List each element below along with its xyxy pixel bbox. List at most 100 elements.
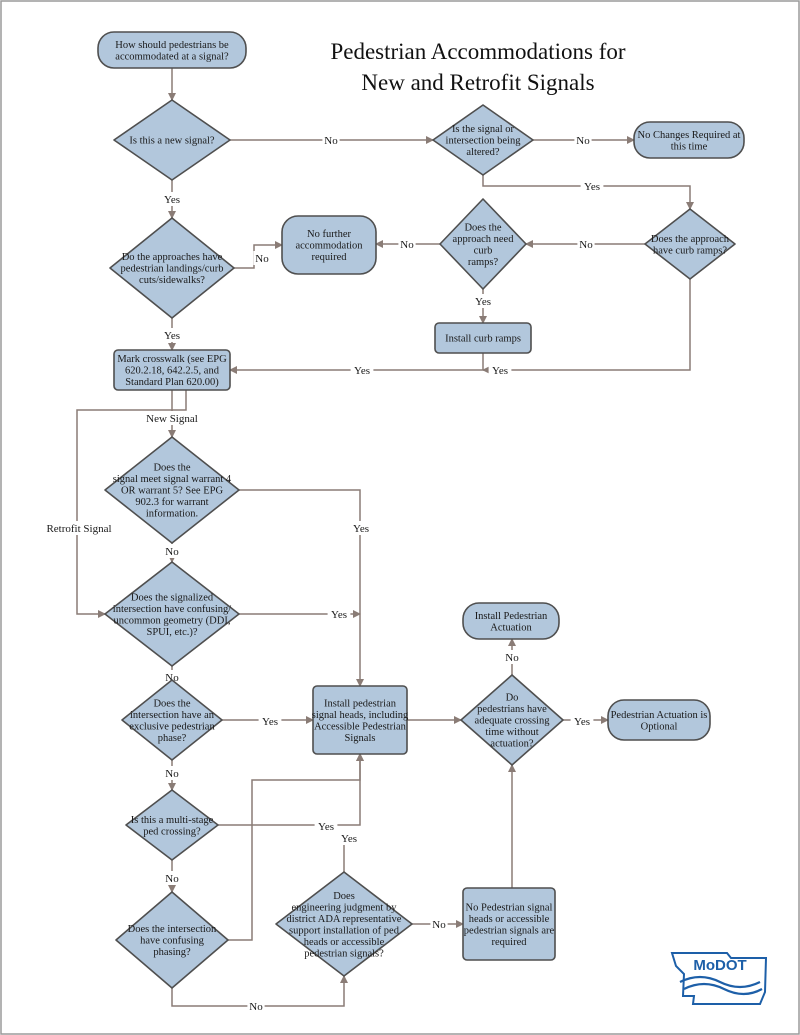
node-text-line: this time xyxy=(671,141,708,152)
edge-label: Yes xyxy=(341,833,357,845)
node-text-line: heads or accessible xyxy=(469,914,550,925)
node-text-line: Pedestrian Actuation is xyxy=(611,710,708,721)
node-text-line: Does xyxy=(333,891,355,902)
node-text-line: time without xyxy=(485,727,538,738)
node-text-line: 620.2.18, 642.2.5, and xyxy=(125,366,220,377)
node-text-line: pedestrian landings/curb xyxy=(121,264,224,275)
process-box xyxy=(462,887,556,961)
node-text-line: Install curb ramps xyxy=(445,334,521,345)
node-text-line: How should pedestrians be xyxy=(115,40,229,51)
decision-diamond xyxy=(644,208,736,280)
edge-label: No xyxy=(249,1001,263,1013)
node-text-line: OR warrant 5? See EPG xyxy=(121,486,223,497)
node-text-line: Do xyxy=(506,693,519,704)
node-text-line: exclusive pedestrian xyxy=(129,721,215,732)
node-text-line: signal heads, including xyxy=(312,710,409,721)
edge-label-background xyxy=(430,917,448,931)
river-wave-icon-2 xyxy=(683,982,763,996)
node-text-line: No further xyxy=(307,229,352,240)
node-text-line: altered? xyxy=(466,147,500,158)
terminal-rounded-box xyxy=(607,699,711,741)
node-text-line: Is this a multi-stage xyxy=(131,815,214,826)
edge-q-warrant-to-install-signal-heads xyxy=(239,489,364,687)
node-text-line: No Changes Required at xyxy=(638,130,741,141)
edge-label: Yes xyxy=(574,716,590,728)
terminal-rounded-box xyxy=(281,215,377,275)
edge-label: Retrofit Signal xyxy=(46,523,111,535)
decision-diamond xyxy=(432,104,534,176)
node-text-line: Do the approaches have xyxy=(122,252,223,263)
edge-label-background xyxy=(163,544,181,558)
edge-label-background xyxy=(350,363,374,377)
node-text-line: phase? xyxy=(158,733,187,744)
node-text-line: Does the signalized xyxy=(131,592,214,603)
node-text-line: uncommon geometry (DDI, xyxy=(114,615,231,626)
edge-label: No xyxy=(432,919,446,931)
edge-label: Yes xyxy=(584,181,600,193)
modot-logo: MoDOT xyxy=(670,952,768,1005)
edge-label: No xyxy=(165,672,179,684)
node-text-line: district ADA representative xyxy=(287,914,402,925)
terminal-rounded-box xyxy=(462,602,560,640)
node-text-line: ramps? xyxy=(468,257,499,268)
edge-label: No xyxy=(579,239,593,251)
logo-text: MoDOT xyxy=(693,957,746,974)
edge-label-background xyxy=(577,237,595,251)
node-text-line: Does the intersection xyxy=(128,924,217,935)
title-line-1: Pedestrian Accommodations for xyxy=(330,39,625,64)
node-text-line: information. xyxy=(146,509,198,520)
edge-label: Yes xyxy=(475,296,491,308)
edge-label-background xyxy=(570,714,594,728)
node-text-line: Does the xyxy=(153,463,190,474)
node-text-line: pedestrians have xyxy=(477,704,547,715)
edge-label-background xyxy=(574,133,592,147)
edge-label-background xyxy=(163,670,181,684)
edge-label: No xyxy=(505,652,519,664)
node-text-line: pedestrian signals are xyxy=(464,925,555,936)
node-text-line: required xyxy=(492,937,528,948)
edge-label: Yes xyxy=(262,716,278,728)
edge-label-background xyxy=(163,871,181,885)
node-text-line: Actuation xyxy=(490,622,532,633)
edge-label: No xyxy=(165,768,179,780)
river-wave-icon xyxy=(679,975,761,989)
terminal-rounded-box xyxy=(97,31,247,69)
node-text-line: Is this a new signal? xyxy=(129,136,214,147)
node-text-line: curb xyxy=(474,245,493,256)
node-text-line: Mark crosswalk (see EPG xyxy=(117,354,227,365)
decision-diamond xyxy=(115,891,229,989)
edge-q-phasing-to-install-signal-heads xyxy=(228,753,364,941)
node-text-line: Is the signal or xyxy=(452,124,515,135)
node-text-line: heads or accessible xyxy=(304,937,385,948)
edge-label-background xyxy=(322,133,340,147)
decision-diamond xyxy=(113,99,231,181)
edge-label: Yes xyxy=(318,821,334,833)
node-text-line: Does the xyxy=(153,698,190,709)
decision-diamond xyxy=(121,679,223,761)
node-text-line: accommodation xyxy=(295,241,363,252)
node-text-line: phasing? xyxy=(153,947,191,958)
decision-diamond xyxy=(104,436,240,544)
edge-label: Yes xyxy=(354,365,370,377)
node-q-new-signal: Is this a new signal? xyxy=(113,99,231,181)
edge-label: No xyxy=(255,253,269,265)
node-text-line: required xyxy=(312,252,348,263)
node-install-ramps: Install curb ramps xyxy=(434,322,532,354)
edge-q-multistage-to-install-signal-heads xyxy=(218,753,364,826)
edge-label-background xyxy=(337,831,361,845)
edge-label: No xyxy=(324,135,338,147)
node-text-line: intersection being xyxy=(446,136,522,147)
